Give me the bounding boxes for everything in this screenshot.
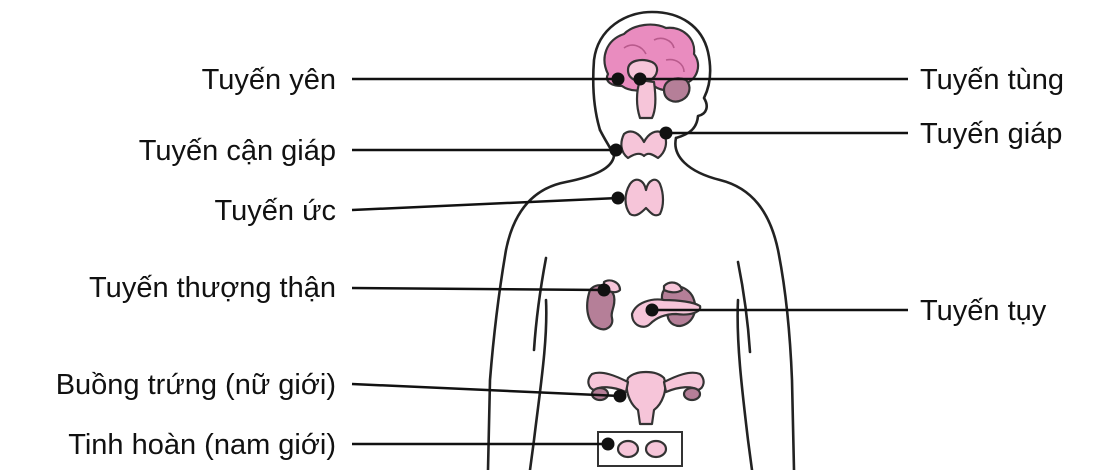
dot-ovaries	[614, 390, 627, 403]
label-pancreas: Tuyến tụy	[920, 295, 1047, 327]
dot-pancreas	[646, 304, 659, 317]
right-ovary	[684, 388, 700, 400]
thyroid-shape	[621, 132, 666, 158]
dot-adrenal	[598, 284, 611, 297]
label-thyroid: Tuyến giáp	[920, 118, 1062, 150]
female-reproductive	[588, 372, 703, 424]
label-ovaries: Buồng trứng (nữ giới)	[56, 369, 336, 401]
thymus-shape	[626, 180, 664, 216]
dot-pituitary	[612, 73, 625, 86]
labels: Tuyến yên Tuyến tùng Tuyến cận giáp Tuyế…	[56, 64, 1064, 461]
label-pituitary: Tuyến yên	[202, 64, 336, 96]
brain-stem	[637, 80, 655, 118]
dot-thyroid	[660, 127, 673, 140]
right-testis	[646, 441, 666, 457]
dot-thymus	[612, 192, 625, 205]
left-testis	[618, 441, 638, 457]
dot-pineal	[634, 73, 647, 86]
pancreas-shape	[632, 300, 700, 327]
leader-ovaries	[352, 384, 620, 396]
right-hip	[738, 300, 752, 470]
label-adrenal: Tuyến thượng thận	[89, 272, 336, 304]
label-pineal: Tuyến tùng	[920, 64, 1064, 96]
cerebellum	[664, 78, 689, 101]
left-inner-arm	[534, 258, 546, 350]
right-adrenal	[664, 283, 682, 293]
leader-adrenal	[352, 288, 604, 290]
label-parathyroid: Tuyến cận giáp	[139, 135, 336, 167]
dot-testes	[602, 438, 615, 451]
dot-parathyroid	[610, 144, 623, 157]
label-testes: Tinh hoàn (nam giới)	[68, 429, 336, 461]
leader-thymus	[352, 198, 618, 210]
uterus	[627, 372, 666, 424]
right-inner-arm	[738, 262, 750, 352]
brain	[605, 25, 699, 118]
label-thymus: Tuyến ức	[215, 195, 337, 227]
